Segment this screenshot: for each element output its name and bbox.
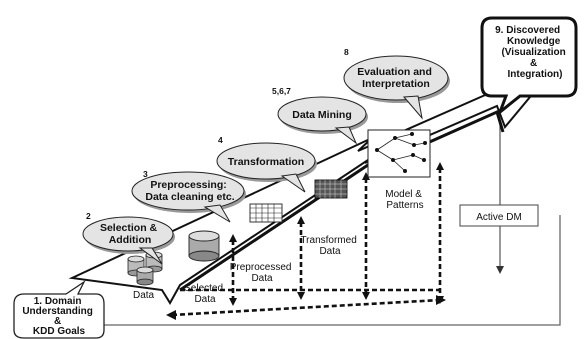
- active-dm-box: [459, 204, 539, 227]
- svg-text:Transformation: Transformation: [228, 156, 304, 168]
- data-flow-arrows: [171, 168, 442, 317]
- transformed-data-grid-icon: [314, 179, 348, 199]
- step-selection-addition: 2 Selection & Addition: [82, 211, 175, 265]
- end-box-discovered-knowledge: 9. Discovered Knowledge (Visualization &…: [480, 16, 578, 117]
- step-number: 3: [143, 169, 148, 179]
- transformed-data-label: Transformed Data: [300, 235, 359, 257]
- svg-text:Selection & Addition: Selection & Addition: [100, 222, 160, 246]
- step-number: 5,6,7: [272, 86, 291, 96]
- selected-data-label: Selected Data: [184, 283, 226, 305]
- step-data-mining: 5,6,7 Data Mining: [272, 86, 368, 145]
- step-number: 8: [344, 47, 349, 57]
- feedback-loop-line: [75, 215, 561, 326]
- preprocessed-data-grid-icon: [249, 203, 283, 223]
- svg-text:Data Mining: Data Mining: [292, 109, 352, 121]
- step-transformation: 4 Transformation: [216, 135, 317, 193]
- start-box-domain-understanding: 1. Domain Understanding & KDD Goals: [13, 280, 105, 339]
- active-dm-label: Active DM: [476, 212, 522, 223]
- preprocessed-data-label: Preprocessed Data: [230, 262, 294, 284]
- model-patterns-label: Model & Patterns: [385, 189, 424, 211]
- active-dm-arrowhead: [496, 266, 504, 274]
- svg-text:Evaluation and Interpret: Evaluation and Interpretation: [357, 66, 435, 90]
- svg-text:1. Domain Understanding: 1. Domain Understanding & KDD Goals: [22, 296, 95, 337]
- svg-text:Preprocessing: Data clea: Preprocessing: Data cleaning etc.: [145, 179, 234, 203]
- data-flow-arrowheads: [166, 162, 446, 320]
- model-patterns-icon: [367, 129, 431, 178]
- step-number: 2: [86, 211, 91, 221]
- data-label: Data: [133, 290, 155, 301]
- selected-data-icon: [188, 230, 220, 262]
- step-preprocessing: 3 Preprocessing: Data cleaning etc.: [131, 169, 246, 223]
- step-evaluation-interpretation: 8 Evaluation and Interpretation: [343, 47, 450, 120]
- svg-text:9. Discovered Knowledge: 9. Discovered Knowledge (Visualization &…: [495, 25, 568, 80]
- step-number: 4: [218, 135, 223, 145]
